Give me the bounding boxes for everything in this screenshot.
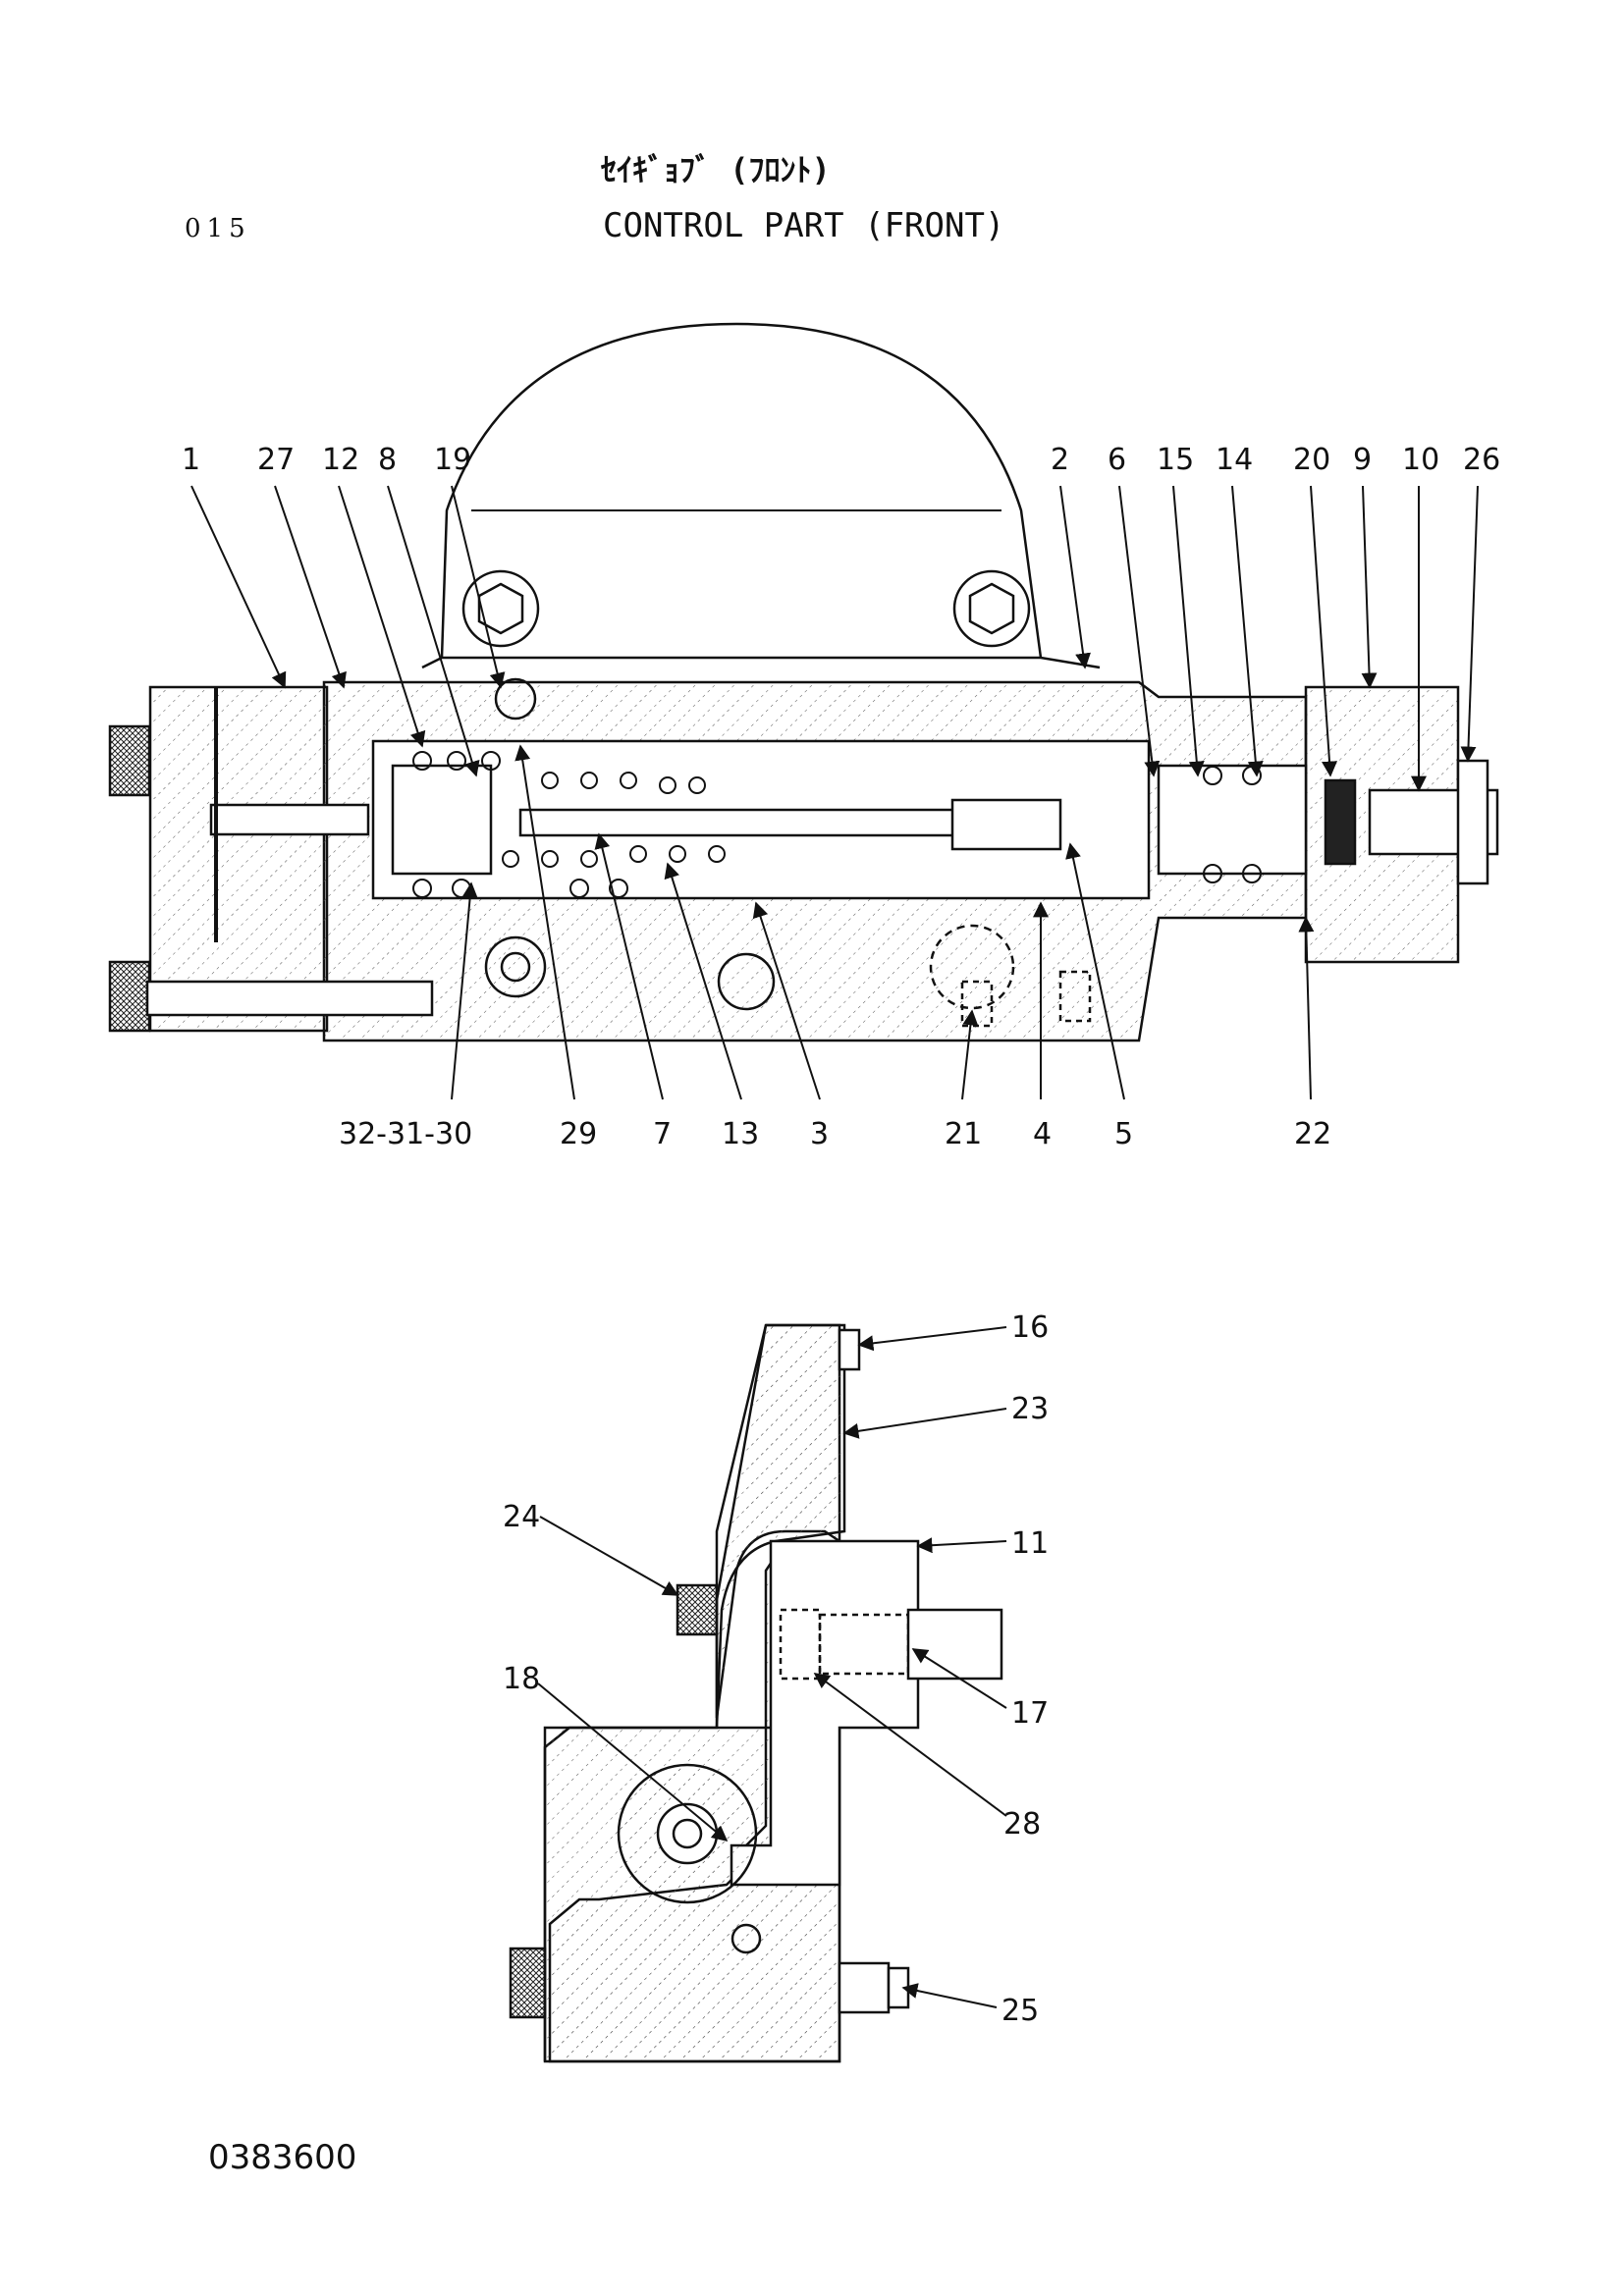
callout-26: 26 [1463,443,1500,477]
callout-17: 17 [1011,1696,1049,1731]
callout-10: 10 [1402,443,1439,477]
callout-7: 7 [653,1117,672,1151]
top-leader-lines [190,485,1479,1100]
title-english: CONTROL PART (FRONT) [603,206,1005,245]
callout-21: 21 [945,1117,982,1151]
callout-14: 14 [1216,443,1253,477]
callout-13: 13 [722,1117,759,1151]
callout-1: 1 [182,443,200,477]
top-section-view [108,322,1499,1042]
bottom-callouts: 16 23 24 11 17 18 28 25 [503,1310,1049,2028]
callout-25: 25 [1001,1994,1039,2028]
bottom-leader-lines [537,1326,1007,2008]
callout-8: 8 [378,443,397,477]
callout-11: 11 [1011,1526,1049,1561]
callout-6: 6 [1108,443,1126,477]
callout-32-31-30: 32-31-30 [339,1117,472,1151]
page-number: 015 [185,214,251,243]
title-japanese: ｾｲｷﾞｮﾌﾞ (ﾌﾛﾝﾄ) [601,151,831,188]
top-callouts: 1 27 12 8 19 2 6 15 14 20 9 10 26 32-31-… [182,443,1500,1151]
callout-5: 5 [1114,1117,1133,1151]
callout-24: 24 [503,1500,540,1534]
callout-16: 16 [1011,1310,1049,1345]
callout-18: 18 [503,1662,540,1696]
callout-22: 22 [1294,1117,1331,1151]
callout-20: 20 [1293,443,1330,477]
callout-4: 4 [1033,1117,1052,1151]
callout-15: 15 [1157,443,1194,477]
callout-28: 28 [1003,1807,1041,1842]
callout-19: 19 [434,443,471,477]
callout-27: 27 [257,443,295,477]
callout-12: 12 [322,443,359,477]
callout-2: 2 [1051,443,1069,477]
callout-3: 3 [810,1117,829,1151]
callout-23: 23 [1011,1392,1049,1426]
callout-9: 9 [1353,443,1372,477]
drawing-number: 0383600 [208,2138,357,2177]
callout-29: 29 [560,1117,597,1151]
bottom-side-view [509,1323,1003,2063]
